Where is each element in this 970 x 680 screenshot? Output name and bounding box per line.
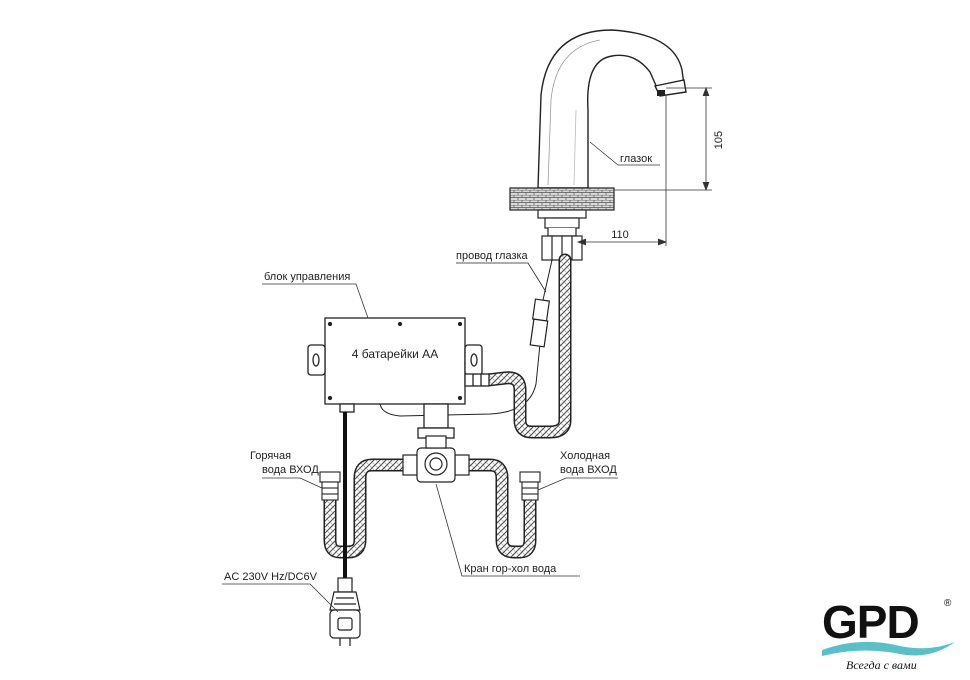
leader-control-unit <box>262 283 369 319</box>
hoses <box>323 253 572 559</box>
logo-brand: GPD <box>822 596 919 648</box>
leader-power <box>222 583 339 613</box>
faucet-base-plate <box>509 187 615 211</box>
eye-sensor <box>657 90 665 96</box>
label-cold-line1: Холодная <box>560 450 610 462</box>
eye-wire-connector <box>529 298 551 348</box>
control-unit <box>307 317 490 439</box>
label-eye: глазок <box>620 153 652 165</box>
label-control-unit: блок управления <box>264 271 350 283</box>
label-mixer-valve: Кран гор-хол вода <box>464 563 557 575</box>
dimension-height: 105 <box>713 131 725 149</box>
label-cold-line2: вода ВХОД <box>560 464 617 476</box>
label-hot-line2: вода ВХОД <box>262 464 319 476</box>
eye-wire <box>379 259 553 417</box>
cold-inlet-fitting <box>519 471 541 501</box>
label-hot-line1: Горячая <box>250 450 291 462</box>
gpd-logo: GPD ® Всегда с вами <box>822 596 955 672</box>
label-batteries: 4 батарейки АА <box>352 347 438 361</box>
hot-inlet-fitting <box>319 471 341 501</box>
label-power: AC 230V Hz/DC6V <box>224 571 318 583</box>
leader-mixer-valve <box>435 483 580 577</box>
faucet-spout <box>537 29 685 189</box>
faucet-supply-hose <box>481 253 572 439</box>
leader-hot-inlet <box>262 477 323 489</box>
dimension-reach: 110 <box>611 229 629 241</box>
logo-wave-icon <box>822 641 955 656</box>
logo-registered: ® <box>944 598 952 609</box>
label-eye-wire: провод глазка <box>456 250 529 262</box>
mixer-valve <box>402 435 470 483</box>
power-plug <box>329 577 361 646</box>
leader-cold-inlet <box>537 477 618 491</box>
hot-water-hose <box>323 458 412 559</box>
faucet <box>537 29 687 189</box>
dimension-lines <box>576 86 712 246</box>
control-unit-box <box>324 317 466 405</box>
faucet-shank <box>537 209 587 261</box>
logo-slogan: Всегда с вами <box>846 658 917 672</box>
